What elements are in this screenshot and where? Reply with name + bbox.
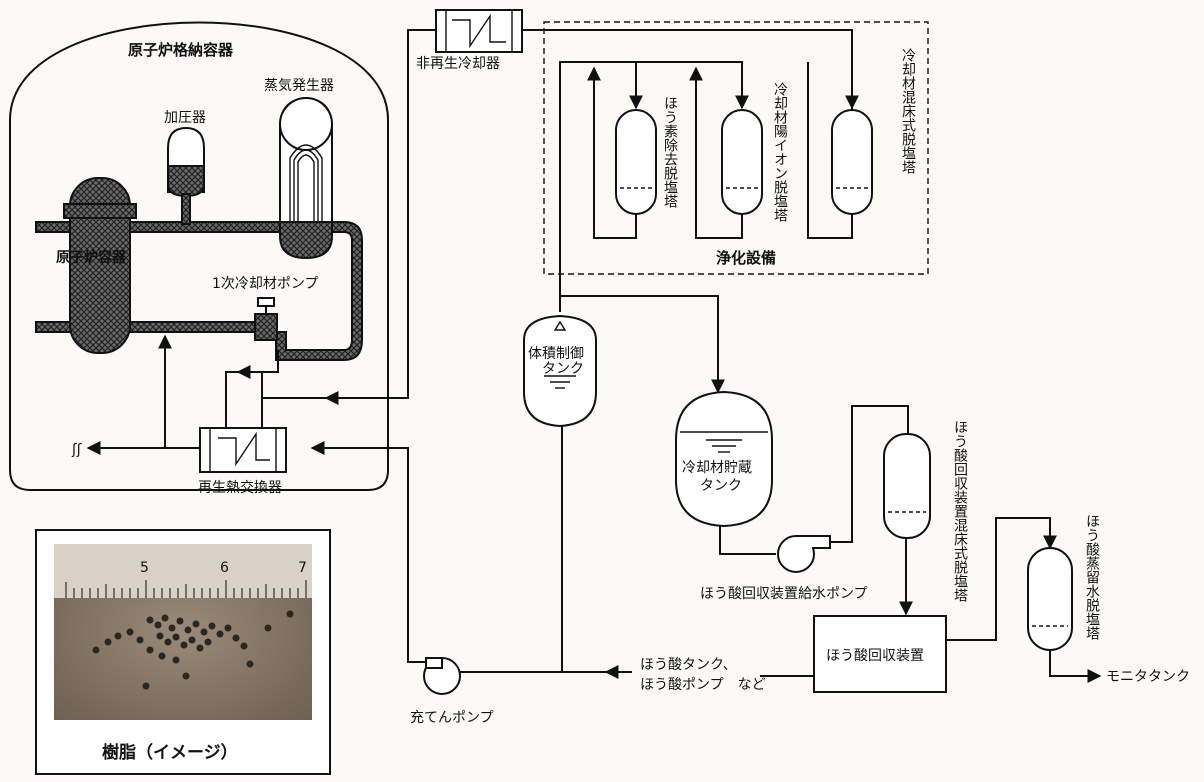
vct-label-2: タンク — [542, 361, 584, 377]
ruler-digit-1: 5 — [140, 560, 149, 576]
purification-piping — [522, 29, 859, 296]
pressurizer — [167, 126, 205, 225]
non-regenerative-cooler — [435, 9, 523, 53]
mixed-bed-demin-label: 冷却材混床式脱塩塔 — [900, 48, 916, 174]
boric-tank-label-2: ほう酸ポンプ など — [640, 677, 766, 693]
rcp-label: 1次冷却材ポンプ — [212, 276, 319, 292]
boric-recovery-label: ほう酸回収装置 — [826, 648, 924, 664]
boron-removal-demin-label: ほう素除去脱塩塔 — [662, 96, 678, 208]
reactor-coolant-pump — [254, 297, 278, 341]
charging-pump — [310, 441, 461, 695]
steam-generator — [279, 96, 333, 260]
reactor-vessel — [63, 177, 137, 354]
containment-label: 原子炉格納容器 — [128, 41, 234, 59]
recovery-feed-pump — [777, 405, 909, 573]
distillate-demin-label: ほう酸蒸留水脱塩塔 — [1084, 514, 1100, 640]
ruler-digit-3: 7 — [298, 560, 307, 576]
boric-acid-recovery-unit — [760, 517, 1057, 693]
coolant-holdup-tank — [675, 390, 776, 555]
charging-pump-label: 充てんポンプ — [410, 710, 494, 726]
resin-photo: 5 6 7 — [35, 529, 331, 775]
resin-caption: 樹脂（イメージ） — [102, 742, 238, 763]
hut-label-1: 冷却材貯蔵 — [682, 460, 752, 476]
recovery-mixed-bed-demineralizer — [883, 433, 931, 616]
volume-control-tank — [523, 295, 725, 672]
nonregen-cooler-label: 非再生冷却器 — [416, 56, 500, 72]
boron-removal-demineralizer — [615, 109, 657, 215]
hut-label-2: タンク — [700, 478, 742, 494]
boric-tank-label-1: ほう酸タンク、 — [640, 657, 737, 673]
purification-label: 浄化設備 — [716, 249, 776, 267]
purification-box — [543, 21, 929, 275]
cation-demin-label: 冷却材陽イオン脱塩塔 — [772, 82, 788, 222]
regenerative-heat-exchanger — [199, 427, 287, 473]
containment-vessel — [9, 21, 389, 491]
steam-generator-label: 蒸気発生器 — [264, 78, 334, 94]
monitor-tank-label: モニタタンク — [1106, 669, 1190, 685]
pressurizer-label: 加圧器 — [164, 110, 206, 126]
distillate-demineralizer — [1027, 547, 1102, 683]
containment-lines: ʃʃ — [71, 29, 436, 458]
reactor-vessel-label: 原子炉容器 — [56, 249, 127, 266]
recovery-mixed-bed-label: ほう酸回収装置混床式脱塩塔 — [952, 420, 968, 602]
vct-label-1: 体積制御 — [528, 346, 584, 362]
cation-demineralizer — [721, 109, 763, 215]
regen-hx-label: 再生熱交換器 — [198, 479, 282, 496]
mixed-bed-demineralizer — [831, 109, 873, 215]
ruler-digit-2: 6 — [220, 560, 229, 576]
svg-text:ʃʃ: ʃʃ — [71, 442, 82, 458]
recovery-feed-pump-label: ほう酸回収装置給水ポンプ — [700, 586, 868, 602]
